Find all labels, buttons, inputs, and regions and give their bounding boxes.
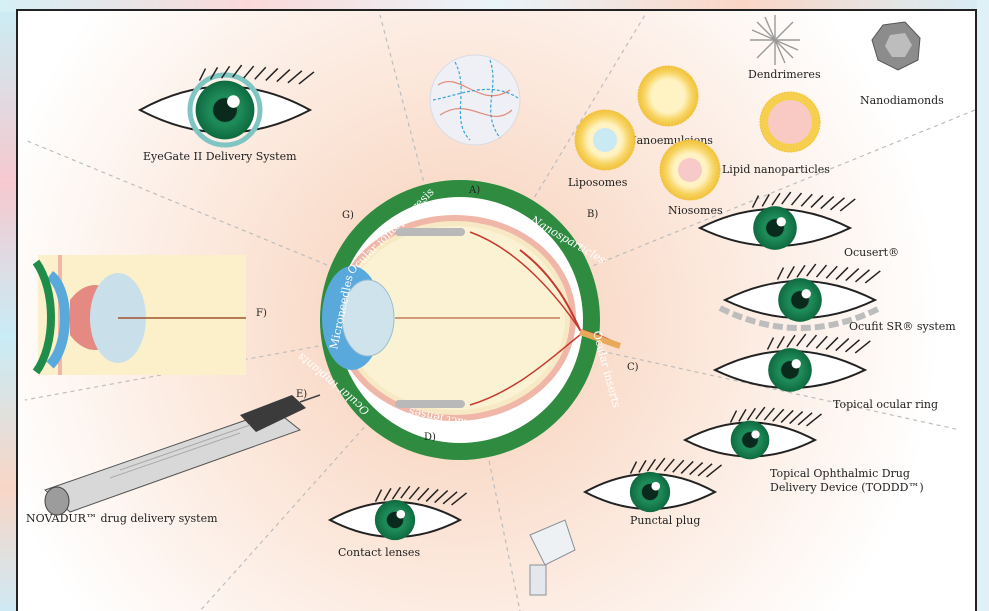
label-topical-ring: Topical ocular ring (833, 398, 938, 411)
label-eyegate: EyeGate II Delivery System (143, 150, 297, 163)
letter-a: A) (468, 185, 480, 196)
label-nanodiamonds: Nanodiamonds (860, 94, 944, 107)
label-punctal-plug: Punctal plug (630, 514, 700, 527)
label-ocufit: Ocufit SR® system (849, 320, 956, 333)
letter-b: B) (587, 209, 598, 220)
ring-label-in-situ-gel: In situ gel (446, 205, 503, 218)
label-contact-lenses: Contact lenses (338, 546, 420, 559)
label-ocusert: Ocusert® (844, 246, 899, 259)
lipid-nanoparticle-icon (760, 92, 820, 152)
liposome-icon (575, 110, 635, 170)
label-toddd-line2: Delivery Device (TODDD™) (770, 481, 924, 494)
microneedle-cross-section (36, 255, 246, 375)
label-lipid-nanoparticles: Lipid nanoparticles (722, 163, 830, 176)
letter-f: F) (256, 308, 267, 319)
letter-g: G) (342, 210, 354, 221)
letter-e: E) (296, 389, 307, 400)
niosome-icon (660, 140, 720, 200)
dendrimer-icon (750, 15, 800, 65)
label-dendrimeres: Dendrimeres (748, 68, 821, 81)
in-situ-gel-network (430, 55, 520, 145)
label-toddd-line1: Topical Ophthalmic Drug (770, 467, 910, 480)
label-liposomes: Liposomes (568, 176, 628, 189)
letter-c: C) (627, 362, 639, 373)
letter-d: D) (424, 432, 436, 443)
nanoemulsion-icon (638, 66, 698, 126)
label-niosomes: Niosomes (668, 204, 723, 217)
